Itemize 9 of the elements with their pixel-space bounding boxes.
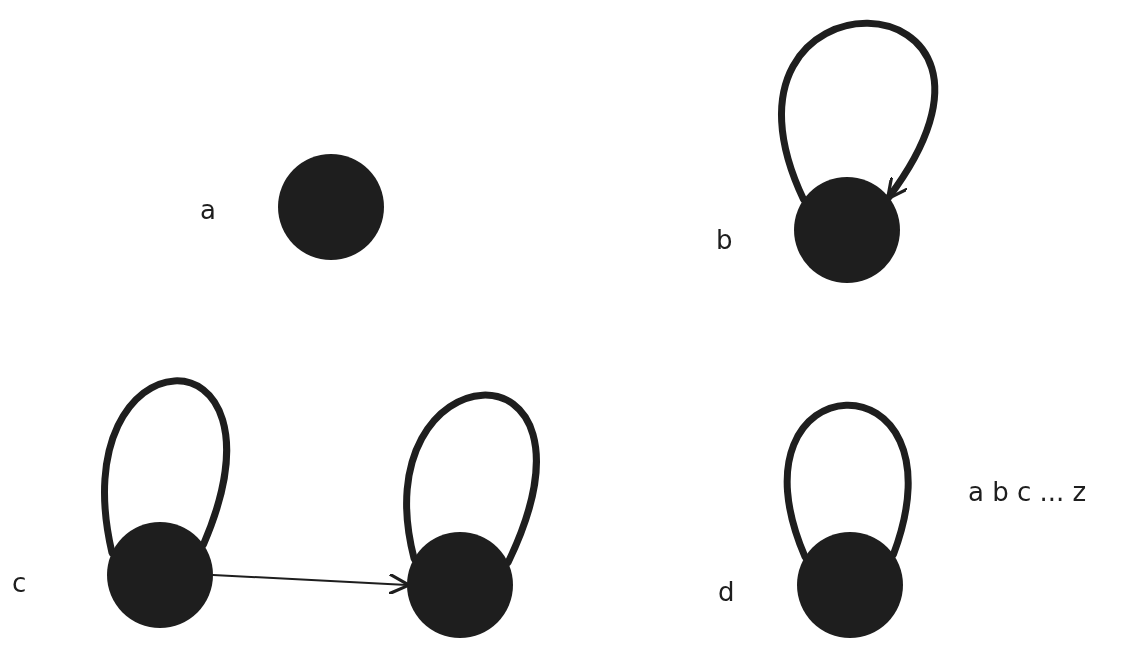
- node-letter-label: b: [716, 225, 733, 255]
- node-letter-label: d: [718, 577, 735, 607]
- self-loop-arrow: [778, 19, 938, 204]
- node-letter-label: a: [200, 195, 216, 225]
- filled-circle: [794, 177, 900, 283]
- self-loop: [403, 391, 540, 567]
- node-letter-label: c: [12, 568, 27, 598]
- self-loop: [783, 401, 912, 561]
- self-loop: [101, 377, 231, 557]
